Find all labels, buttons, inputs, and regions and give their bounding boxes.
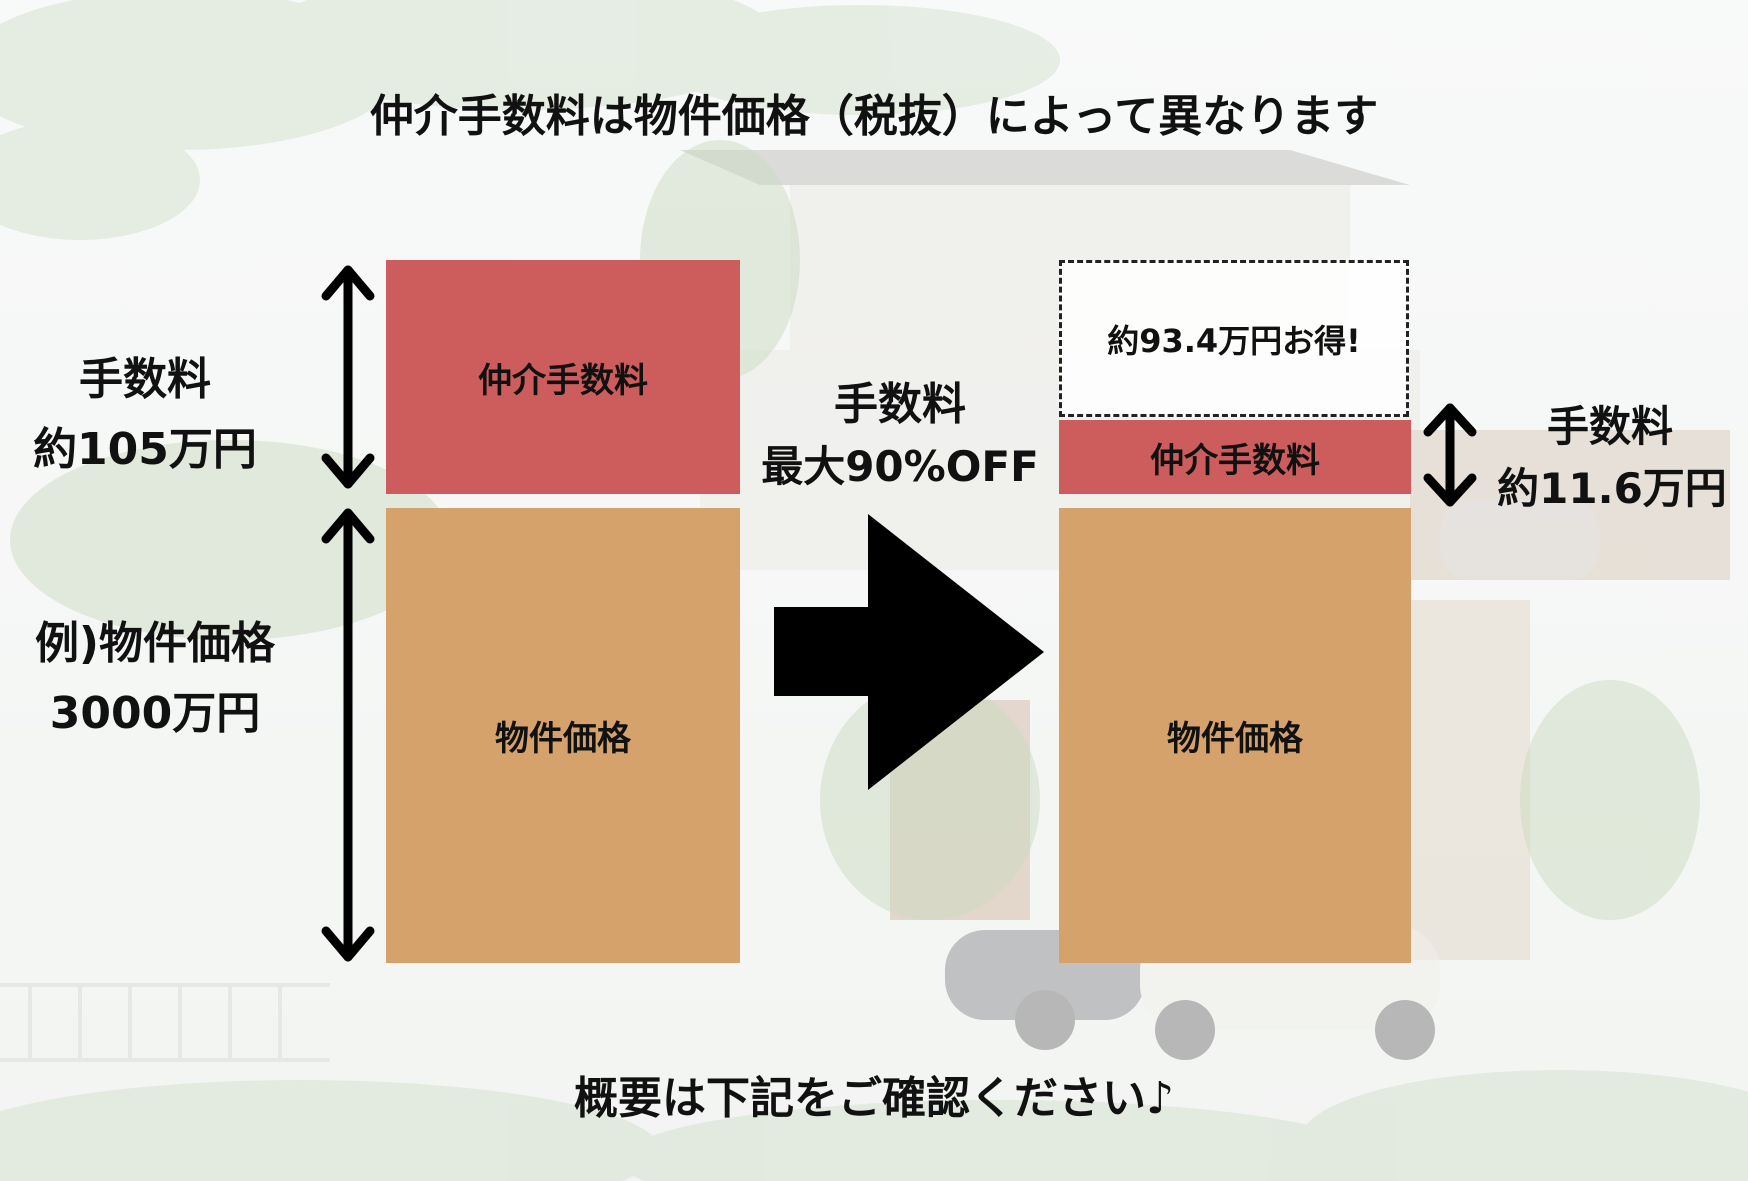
middle-heading: 手数料 <box>834 379 966 430</box>
right-price-box: 物件価格 <box>1059 508 1411 963</box>
right-fee-box: 仲介手数料 <box>1059 420 1411 494</box>
right-fee-amount: 約11.6万円 <box>1497 464 1727 513</box>
savings-label: 約93.4万円お得! <box>1107 321 1361 360</box>
right-arrow-icon <box>774 514 1044 790</box>
left-price-heading: 例)物件価格 <box>34 618 276 669</box>
left-price-amount: 3000万円 <box>49 688 261 739</box>
left-fee-box: 仲介手数料 <box>386 260 740 494</box>
right-price-box-label: 物件価格 <box>1167 719 1303 759</box>
right-fee-heading: 手数料 <box>1546 402 1673 451</box>
middle-subheading: 最大90%OFF <box>761 442 1039 491</box>
footer-note: 概要は下記をご確認ください♪ <box>573 1073 1175 1124</box>
double-arrow-vertical-icon <box>1423 403 1477 507</box>
left-fee-amount: 約105万円 <box>33 424 257 475</box>
page-title: 仲介手数料は物件価格（税抜）によって異なります <box>369 91 1379 142</box>
left-fee-box-label: 仲介手数料 <box>478 360 648 401</box>
left-price-box: 物件価格 <box>386 508 740 963</box>
double-arrow-vertical-icon <box>321 265 375 489</box>
right-fee-box-label: 仲介手数料 <box>1150 440 1320 481</box>
savings-box: 約93.4万円お得! <box>1059 260 1409 417</box>
left-price-box-label: 物件価格 <box>495 719 631 759</box>
double-arrow-vertical-icon <box>321 508 375 962</box>
left-fee-heading: 手数料 <box>79 354 211 405</box>
